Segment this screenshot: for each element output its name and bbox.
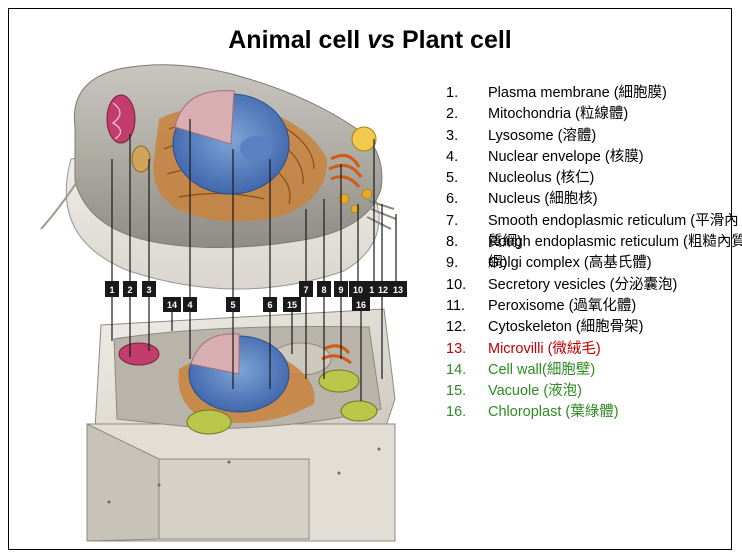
legend-item: 13. Microvilli (微絨毛) (446, 339, 742, 360)
svg-text:4: 4 (187, 300, 192, 310)
legend-item-text: Microvilli (微絨毛) (488, 339, 742, 360)
svg-text:9: 9 (338, 285, 343, 295)
legend-item-text: Golgi complex (高基氏體) (488, 253, 742, 274)
svg-text:8: 8 (321, 285, 326, 295)
callout-13: 13 (389, 281, 407, 297)
legend-list: 1. Plasma membrane (細胞膜) 2. Mitochondria (粒… (446, 83, 742, 424)
legend-item-text: Cell wall(細胞壁) (488, 360, 742, 381)
callout-15: 15 (283, 297, 301, 312)
legend-item: 2. Mitochondria (粒線體) (446, 104, 742, 125)
legend-item-number: 4. (446, 147, 458, 168)
legend-item-number: 14. (446, 360, 466, 381)
legend-item-number: 8. (446, 232, 458, 253)
legend-item-text: Plasma membrane (細胞膜) (488, 83, 742, 104)
legend-item-text: Nuclear envelope (核膜) (488, 147, 742, 168)
svg-text:6: 6 (267, 300, 272, 310)
callout-9: 9 (334, 281, 348, 297)
plant-mitochondrion (119, 343, 159, 365)
svg-text:1: 1 (109, 285, 114, 295)
svg-text:3: 3 (146, 285, 151, 295)
legend-item: 1. Plasma membrane (細胞膜) (446, 83, 742, 104)
legend-item: 8.Rough endoplasmic reticulum (粗糙內質網) (446, 232, 742, 253)
legend-item: 15. Vacuole (液泡) (446, 381, 742, 402)
cell-diagram: 1 2 3 7 8 9 10 11 12 13 14 4 5 6 15 16 (9, 9, 429, 549)
legend-item: 12. Cytoskeleton (細胞骨架) (446, 317, 742, 338)
svg-text:13: 13 (393, 285, 403, 295)
legend-item: 14. Cell wall(細胞壁) (446, 360, 742, 381)
animal-cell (41, 65, 396, 289)
callout-8: 8 (317, 281, 331, 297)
legend-item: 5. Nucleolus (核仁) (446, 168, 742, 189)
legend-item-number: 7. (446, 211, 458, 232)
animal-nucleolus (240, 136, 272, 162)
plant-front-face (159, 459, 309, 539)
legend-item: 10. Secretory vesicles (分泌囊泡) (446, 275, 742, 296)
callout-1: 1 (105, 281, 119, 297)
slide: Animal cell vs Plant cell (8, 8, 732, 550)
legend-item: 3. Lysosome (溶體) (446, 126, 742, 147)
legend-item-number: 9. (446, 253, 458, 274)
animal-peroxisome (352, 127, 376, 151)
legend-item-number: 12. (446, 317, 466, 338)
svg-text:16: 16 (356, 300, 366, 310)
plant-cell (87, 309, 395, 541)
legend-item-number: 16. (446, 402, 466, 423)
svg-text:15: 15 (287, 300, 297, 310)
legend-item-text: Lysosome (溶體) (488, 126, 742, 147)
svg-text:12: 12 (378, 285, 388, 295)
legend-item-number: 3. (446, 126, 458, 147)
legend-item-number: 5. (446, 168, 458, 189)
callout-4: 4 (183, 297, 197, 312)
legend-item: 6. Nucleus (細胞核) (446, 189, 742, 210)
legend-item-text: Secretory vesicles (分泌囊泡) (488, 275, 742, 296)
callout-14: 14 (163, 297, 181, 312)
callout-5: 5 (226, 297, 240, 312)
legend-item-text: Mitochondria (粒線體) (488, 104, 742, 125)
callout-6: 6 (263, 297, 277, 312)
legend-item-number: 6. (446, 189, 458, 210)
callout-10: 10 (349, 281, 367, 297)
legend-item-number: 1. (446, 83, 458, 104)
legend-item: 9. Golgi complex (高基氏體) (446, 253, 742, 274)
legend-item: 11. Peroxisome (過氧化體) (446, 296, 742, 317)
legend-item-text: Chloroplast (葉綠體) (488, 402, 742, 423)
legend-item-number: 13. (446, 339, 466, 360)
legend-item-number: 10. (446, 275, 466, 296)
callout-2: 2 (123, 281, 137, 297)
legend-item-text: Peroxisome (過氧化體) (488, 296, 742, 317)
callout-16: 16 (352, 297, 370, 311)
legend-item-text: Nucleus (細胞核) (488, 189, 742, 210)
legend-item: 7.Smooth endoplasmic reticulum (平滑內質網) (446, 211, 742, 232)
legend-item-number: 2. (446, 104, 458, 125)
legend-item-text: Vacuole (液泡) (488, 381, 742, 402)
svg-text:7: 7 (303, 285, 308, 295)
svg-text:14: 14 (167, 300, 177, 310)
svg-text:10: 10 (353, 285, 363, 295)
legend-item-text: Cytoskeleton (細胞骨架) (488, 317, 742, 338)
callout-7: 7 (299, 281, 313, 297)
legend-item-number: 11. (446, 296, 465, 317)
svg-text:2: 2 (127, 285, 132, 295)
legend-item: 4. Nuclear envelope (核膜) (446, 147, 742, 168)
svg-text:5: 5 (230, 300, 235, 310)
callout-3: 3 (142, 281, 156, 297)
legend-item-text: Nucleolus (核仁) (488, 168, 742, 189)
legend-item: 16. Chloroplast (葉綠體) (446, 402, 742, 423)
legend-item-number: 15. (446, 381, 466, 402)
